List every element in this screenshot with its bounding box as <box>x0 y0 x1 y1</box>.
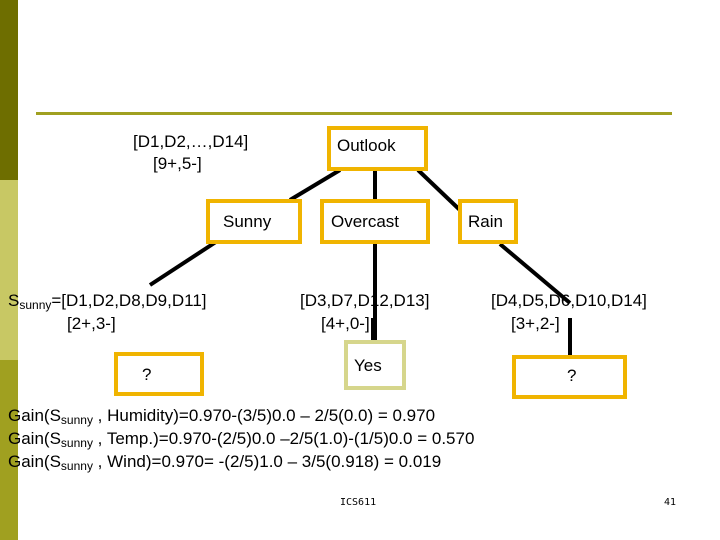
left-child-set-list: =[D1,D2,D8,D9,D11] <box>51 291 207 310</box>
edge-rain-lower <box>498 242 572 305</box>
left-child-count: [2+,3-] <box>67 314 116 333</box>
yes-leaf-node: Yes <box>344 340 406 390</box>
branch-rain: Rain <box>458 199 518 244</box>
gain-expression: , Wind)=0.970= -(2/5)1.0 – 3/5(0.918) = … <box>92 452 442 471</box>
root-count-label: [9+,5-] <box>153 154 202 173</box>
gain-prefix: Gain(S <box>8 452 61 471</box>
slide-sidebar <box>0 0 18 540</box>
gain-prefix: Gain(S <box>8 406 61 425</box>
branch-overcast-label: Overcast <box>331 212 400 231</box>
edge-sunny-upper <box>288 168 342 202</box>
outlook-node: Outlook <box>327 126 428 171</box>
right-undecided-node: ? <box>512 355 627 399</box>
left-undecided-node: ? <box>114 352 204 396</box>
gain-subscript: sunny <box>60 436 93 450</box>
s-symbol: S <box>8 291 20 310</box>
footer-page-number: 41 <box>664 497 677 508</box>
edge-sunny-lower <box>148 234 227 287</box>
gain-wind: Gain(Ssunny , Wind)=0.970= -(2/5)1.0 – 3… <box>8 451 441 474</box>
branch-sunny-label: Sunny <box>223 212 272 231</box>
left-undecided-label: ? <box>142 365 152 384</box>
gain-subscript: sunny <box>60 413 93 427</box>
gain-expression: , Humidity)=0.970-(3/5)0.0 – 2/5(0.0) = … <box>92 406 436 425</box>
gain-humidity: Gain(Ssunny , Humidity)=0.970-(3/5)0.0 –… <box>8 405 435 428</box>
gain-subscript: sunny <box>60 459 93 473</box>
gain-prefix: Gain(S <box>8 429 61 448</box>
gain-temp: Gain(Ssunny , Temp.)=0.970-(2/5)0.0 –2/5… <box>8 428 474 451</box>
branch-sunny: Sunny <box>206 199 302 244</box>
sidebar-band-light <box>0 180 18 360</box>
outlook-node-label: Outlook <box>337 136 396 155</box>
sidebar-band-dark <box>0 0 18 180</box>
s-subscript: sunny <box>19 298 52 312</box>
gain-expression: , Temp.)=0.970-(2/5)0.0 –2/5(1.0)-(1/5)0… <box>92 429 475 448</box>
branch-rain-label: Rain <box>468 212 503 231</box>
right-undecided-label: ? <box>567 366 577 385</box>
edge-rain-upper <box>416 168 464 214</box>
footer-course: ICS611 <box>340 497 377 508</box>
middle-child-set: [D3,D7,D12,D13] <box>300 291 430 310</box>
branch-overcast: Overcast <box>320 199 430 244</box>
sidebar-band-mid <box>0 360 18 540</box>
yes-leaf-label: Yes <box>354 356 382 375</box>
root-set-label: [D1,D2,…,D14] <box>133 132 249 151</box>
left-child-set: Ssunny=[D1,D2,D8,D9,D11] <box>8 290 207 313</box>
right-child-count: [3+,2-] <box>511 314 560 333</box>
middle-child-count: [4+,0-] <box>321 314 370 333</box>
title-divider <box>36 112 672 115</box>
right-child-set: [D4,D5,D6,D10,D14] <box>491 291 647 310</box>
